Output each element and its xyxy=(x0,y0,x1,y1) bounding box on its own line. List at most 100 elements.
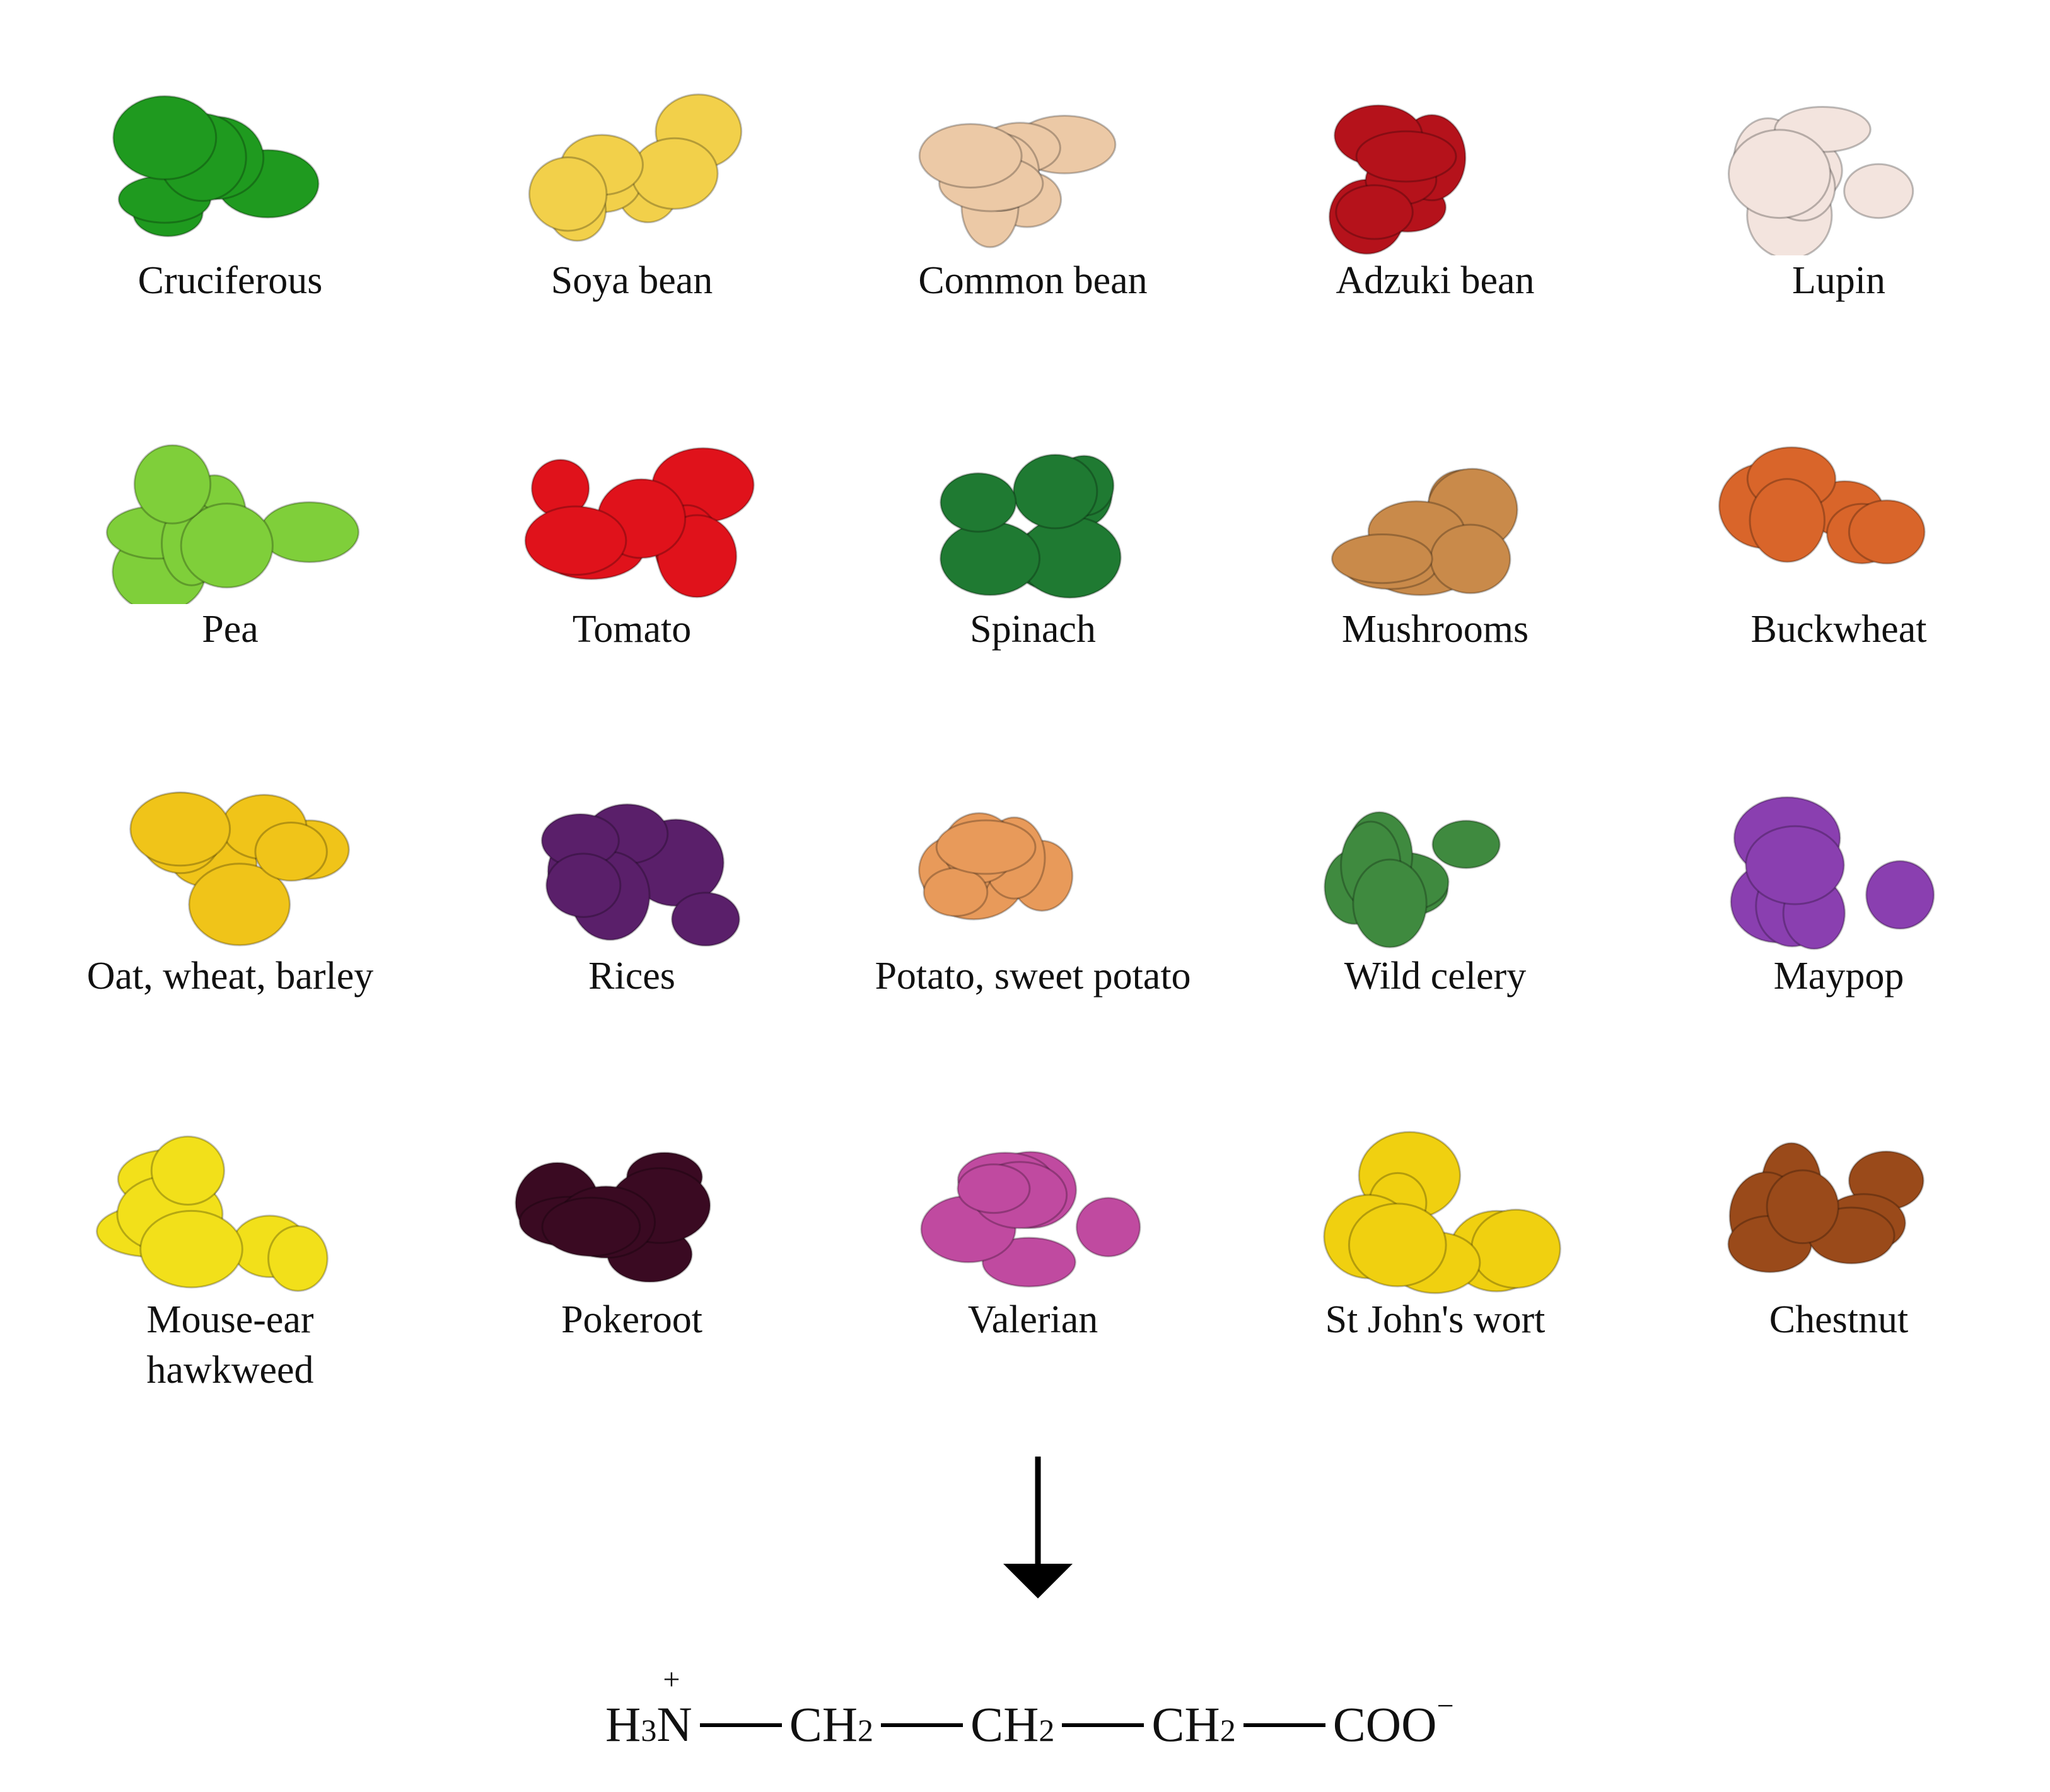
tomato-icon xyxy=(524,447,755,598)
illustration-shape xyxy=(139,1209,243,1289)
formula-ch: CH xyxy=(789,1697,858,1752)
illustration-shape xyxy=(918,123,1023,189)
source-label: Rices xyxy=(588,955,675,998)
source-item: Buckwheat xyxy=(1650,371,2028,655)
illustration-shape xyxy=(957,1163,1031,1214)
source-item: Lupin xyxy=(1650,22,2028,306)
illustration-shape xyxy=(631,137,719,210)
illustration-shape xyxy=(1430,523,1511,595)
illustration-shape xyxy=(1348,1202,1447,1288)
source-label: Oat, wheat, barley xyxy=(86,955,374,998)
source-label: Pea xyxy=(202,608,259,651)
illustration-shape xyxy=(1727,129,1832,219)
source-label: Potato, sweet potato xyxy=(875,955,1191,998)
source-item: Wild celery xyxy=(1246,718,1624,1001)
source-item: Oat, wheat, barley xyxy=(41,718,419,1001)
source-item: Adzuki bean xyxy=(1246,22,1624,306)
bond xyxy=(699,1723,782,1727)
source-item: Chestnut xyxy=(1650,1061,2028,1345)
source-label: Buckwheat xyxy=(1750,608,1927,651)
source-item: Cruciferous xyxy=(41,22,419,306)
hawkweed-icon xyxy=(95,1135,329,1292)
source-item: St John's wort xyxy=(1246,1061,1624,1345)
down-arrow-icon xyxy=(1003,1457,1073,1598)
illustration-shape xyxy=(129,791,231,867)
source-label: Cruciferous xyxy=(137,259,323,302)
illustration-shape xyxy=(259,501,360,564)
illustration-shape xyxy=(180,503,274,589)
source-item: Pea xyxy=(41,371,419,655)
spinach-icon xyxy=(939,453,1122,599)
illustration-shape xyxy=(939,520,1041,596)
bond xyxy=(1243,1723,1325,1727)
source-label: Valerian xyxy=(967,1298,1098,1341)
formula-sub: 2 xyxy=(1220,1713,1236,1748)
illustration-shape xyxy=(541,1197,641,1257)
illustration-shape xyxy=(935,819,1037,875)
source-item: Soya bean xyxy=(443,22,821,306)
common-bean-icon xyxy=(918,114,1117,248)
chestnut-icon xyxy=(1727,1142,1925,1274)
maypop-icon xyxy=(1730,796,1935,950)
illustration-shape xyxy=(133,444,212,525)
illustration-shape xyxy=(1331,533,1433,585)
source-item: Mushrooms xyxy=(1246,371,1624,655)
source-label: Mouse-ear hawkweed xyxy=(146,1298,314,1392)
illustration-shape xyxy=(1075,1197,1141,1258)
source-item: Rices xyxy=(443,718,821,1001)
source-label: Maypop xyxy=(1773,955,1904,998)
pokeroot-icon xyxy=(515,1151,711,1283)
illustration-shape xyxy=(1012,453,1098,530)
illustration-shape xyxy=(267,1225,329,1292)
formula-ch: CH xyxy=(970,1697,1039,1752)
source-item: Potato, sweet potato xyxy=(844,718,1222,1001)
source-label: Common bean xyxy=(918,259,1148,302)
source-label: Mushrooms xyxy=(1341,608,1529,651)
st-johns-wort-icon xyxy=(1323,1131,1561,1295)
illustration-shape xyxy=(528,156,608,232)
source-label: Lupin xyxy=(1791,259,1886,302)
illustration-shape xyxy=(923,867,989,917)
illustration-shape xyxy=(1352,858,1428,948)
lupin-icon xyxy=(1727,105,1914,255)
illustration-shape xyxy=(1471,1208,1561,1289)
formula-coo: COO xyxy=(1332,1697,1437,1752)
source-item: Maypop xyxy=(1650,718,2028,1001)
wild-celery-icon xyxy=(1324,811,1501,948)
illustration-shape xyxy=(1335,184,1414,240)
illustration-shape xyxy=(1766,1169,1839,1245)
illustration-shape xyxy=(1848,499,1926,565)
illustration-shape xyxy=(1355,130,1457,183)
bond xyxy=(1062,1723,1144,1727)
soya-bean-icon xyxy=(528,93,743,242)
source-label: Chestnut xyxy=(1769,1298,1909,1341)
source-label: Adzuki bean xyxy=(1336,259,1535,302)
source-label: Pokeroot xyxy=(561,1298,702,1341)
adzuki-bean-icon xyxy=(1328,104,1467,255)
formula-h: H xyxy=(605,1697,641,1752)
source-label: Soya bean xyxy=(550,259,713,302)
illustration-shape xyxy=(940,472,1017,533)
illustration-shape xyxy=(981,1236,1076,1288)
source-item: Common bean xyxy=(844,22,1222,306)
rice-icon xyxy=(540,803,741,947)
illustration-shape xyxy=(670,892,741,947)
source-item: Spinach xyxy=(844,371,1222,655)
formula-n: N+ xyxy=(656,1663,692,1753)
grain-icon xyxy=(129,791,350,946)
illustration-shape xyxy=(1843,163,1914,219)
illustration-shape xyxy=(188,863,291,946)
formula-charge: + xyxy=(663,1663,680,1696)
source-item: Valerian xyxy=(844,1061,1222,1345)
source-label: Wild celery xyxy=(1344,955,1527,998)
source-label: Tomato xyxy=(572,608,692,651)
illustration-shape xyxy=(254,822,328,882)
broccoli-icon xyxy=(112,95,320,238)
potato-icon xyxy=(917,812,1074,921)
formula-charge: − xyxy=(1436,1689,1454,1723)
formula-sub: 2 xyxy=(1039,1713,1055,1748)
formula-ch: CH xyxy=(1151,1697,1220,1752)
valerian-icon xyxy=(920,1151,1141,1288)
illustration-shape xyxy=(524,505,627,576)
